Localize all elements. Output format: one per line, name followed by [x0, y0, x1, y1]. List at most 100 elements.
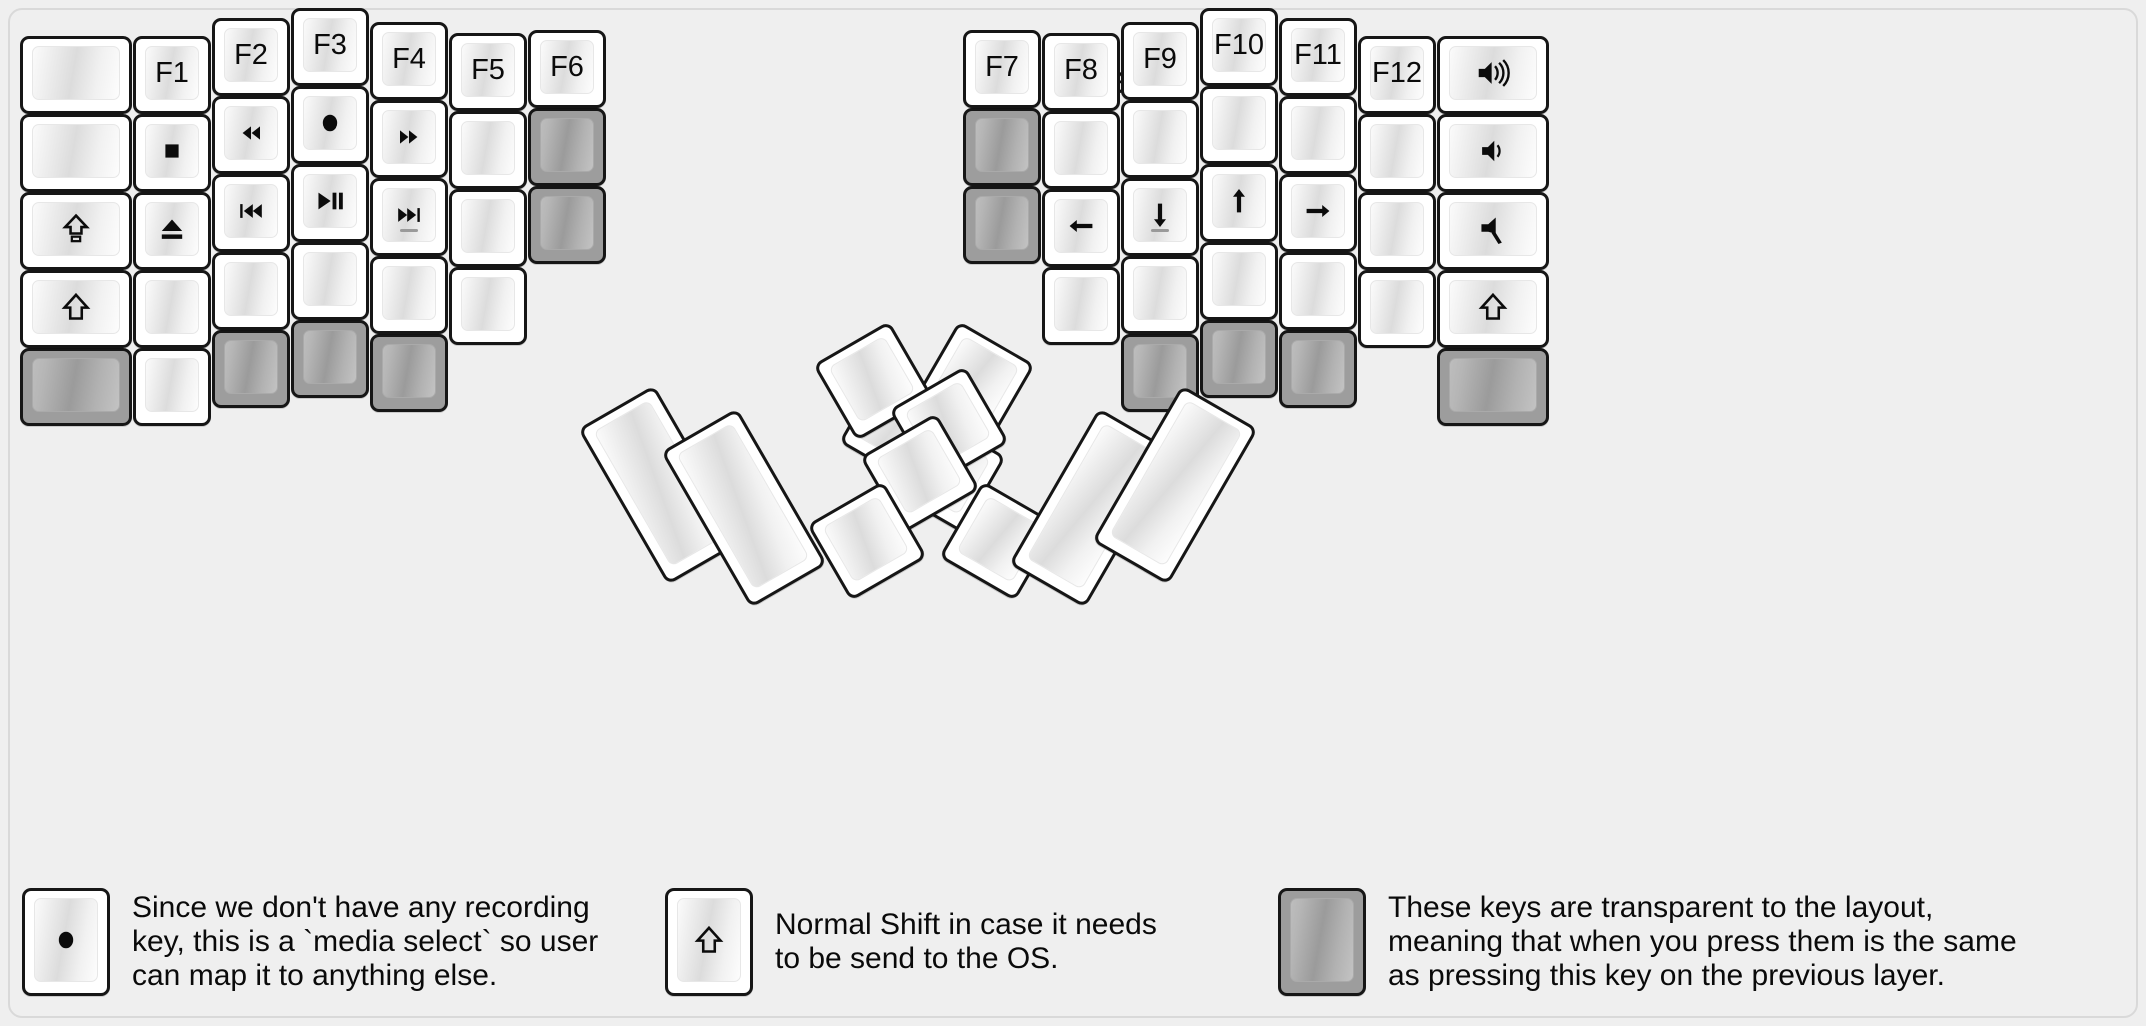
- key-left-col-inner-extra-r3[interactable]: [528, 186, 606, 264]
- keycap-surface: [540, 118, 594, 172]
- key-right-col-index-inner-r1[interactable]: F7: [963, 30, 1041, 108]
- key-right-col-pinky-r4[interactable]: [1279, 252, 1357, 330]
- key-right-col-pinky-r2[interactable]: [1279, 96, 1357, 174]
- key-right-col-pinky-outer-r4[interactable]: [1358, 270, 1436, 348]
- keycap-surface: [382, 266, 436, 320]
- keycap-surface: [1133, 188, 1187, 242]
- keycap-surface: [1449, 124, 1537, 178]
- keycap-surface: [1054, 199, 1108, 253]
- key-left-col-index-r4[interactable]: [370, 256, 448, 334]
- keycap-surface: [145, 124, 199, 178]
- key-right-col-index-r3[interactable]: [1042, 189, 1120, 267]
- key-left-col-middle-r3[interactable]: [291, 164, 369, 242]
- key-left-col-index-r3[interactable]: [370, 178, 448, 256]
- key-right-col-pinky-r5[interactable]: [1279, 330, 1357, 408]
- key-right-col-index-inner-r2[interactable]: [963, 108, 1041, 186]
- key-right-col-pinky-r1[interactable]: F11: [1279, 18, 1357, 96]
- arrow-left-icon: [1063, 211, 1099, 241]
- key-right-col-middle-r1[interactable]: F9: [1121, 22, 1199, 100]
- key-right-col-ring-r2[interactable]: [1200, 86, 1278, 164]
- keycap-surface: [145, 280, 199, 334]
- key-right-col-pinky-outer-r2[interactable]: [1358, 114, 1436, 192]
- keycap-surface: [224, 262, 278, 316]
- key-right-col-pinky-outer-r3[interactable]: [1358, 192, 1436, 270]
- media-record-icon: [312, 105, 348, 141]
- key-left-col-index-inner-r2[interactable]: [449, 111, 527, 189]
- key-left-col-index-r5[interactable]: [370, 334, 448, 412]
- key-left-col-middle-r1[interactable]: F3: [291, 8, 369, 86]
- key-right-col-ring-r3[interactable]: [1200, 164, 1278, 242]
- key-right-col-ring-r5[interactable]: [1200, 320, 1278, 398]
- legend-note-1: Since we don't have any recording key, t…: [22, 888, 692, 996]
- key-left-col-pinky-r4[interactable]: [133, 270, 211, 348]
- shift-icon: [1477, 290, 1509, 324]
- key-left-col-middle-r2[interactable]: [291, 86, 369, 164]
- shift-icon: [60, 290, 92, 324]
- key-right-col-middle-r2[interactable]: [1121, 100, 1199, 178]
- key-right-col-index-inner-r3[interactable]: [963, 186, 1041, 264]
- key-left-col-middle-r5[interactable]: [291, 320, 369, 398]
- key-left-col-index-inner-r1[interactable]: F5: [449, 33, 527, 111]
- key-right-col-far-outer-r3[interactable]: [1437, 192, 1549, 270]
- keycap-surface: [382, 344, 436, 398]
- key-right-col-index-r2[interactable]: [1042, 111, 1120, 189]
- key-left-col-inner-extra-r2[interactable]: [528, 108, 606, 186]
- key-left-col-inner-extra-r1[interactable]: F6: [528, 30, 606, 108]
- keycap-surface: F9: [1133, 32, 1187, 86]
- media-fast-forward-icon: [390, 122, 428, 152]
- key-right-col-far-outer-r2[interactable]: [1437, 114, 1549, 192]
- keycap-surface: [32, 358, 120, 412]
- key-left-col-pinky-outer-r4[interactable]: [20, 270, 132, 348]
- key-right-col-ring-r4[interactable]: [1200, 242, 1278, 320]
- media-stop-icon: [157, 136, 187, 166]
- key-left-col-index-inner-r3[interactable]: [449, 189, 527, 267]
- keycap-surface: [1212, 330, 1266, 384]
- media-play-pause-icon: [309, 185, 351, 217]
- key-left-col-pinky-outer-r3[interactable]: [20, 192, 132, 270]
- keycap-surface: [1133, 266, 1187, 320]
- key-right-col-pinky-r3[interactable]: [1279, 174, 1357, 252]
- keycap-surface: [1133, 110, 1187, 164]
- key-legend: F2: [234, 38, 268, 71]
- key-legend: F8: [1064, 53, 1098, 86]
- key-left-col-ring-low-r2[interactable]: [212, 96, 290, 174]
- keycap-surface: [303, 252, 357, 306]
- key-left-col-pinky-r5[interactable]: [133, 348, 211, 426]
- keycap-surface: F5: [461, 43, 515, 97]
- legend-note-key: [22, 888, 110, 996]
- key-left-col-ring-low-r1[interactable]: F2: [212, 18, 290, 96]
- key-right-col-pinky-outer-r1[interactable]: F12: [1358, 36, 1436, 114]
- key-left-col-index-r1[interactable]: F4: [370, 22, 448, 100]
- key-right-col-index-r1[interactable]: F8: [1042, 33, 1120, 111]
- media-next-track-icon: [389, 200, 429, 230]
- legend-note-text: Since we don't have any recording key, t…: [132, 890, 599, 993]
- key-right-col-far-outer-r5[interactable]: [1437, 348, 1549, 426]
- keycap-surface: F12: [1370, 46, 1424, 100]
- key-right-col-far-outer-r4[interactable]: [1437, 270, 1549, 348]
- key-left-col-ring-low-r5[interactable]: [212, 330, 290, 408]
- key-left-col-pinky-outer-r1[interactable]: [20, 36, 132, 114]
- keycap-surface: [1291, 184, 1345, 238]
- key-left-col-index-r2[interactable]: [370, 100, 448, 178]
- key-right-col-ring-r1[interactable]: F10: [1200, 8, 1278, 86]
- key-left-col-middle-r4[interactable]: [291, 242, 369, 320]
- keycap-surface: [822, 495, 910, 583]
- key-left-col-pinky-r3[interactable]: [133, 192, 211, 270]
- key-right-col-middle-r4[interactable]: [1121, 256, 1199, 334]
- key-right-col-middle-r3[interactable]: [1121, 178, 1199, 256]
- key-right-col-index-r4[interactable]: [1042, 267, 1120, 345]
- key-left-col-pinky-r1[interactable]: F1: [133, 36, 211, 114]
- key-left-col-ring-low-r3[interactable]: [212, 174, 290, 252]
- key-right-col-far-outer-r1[interactable]: [1437, 36, 1549, 114]
- keycap-surface: F10: [1212, 18, 1266, 72]
- key-left-col-pinky-r2[interactable]: [133, 114, 211, 192]
- keycap-surface: [303, 330, 357, 384]
- key-left-col-index-inner-r4[interactable]: [449, 267, 527, 345]
- key-left-col-ring-low-r4[interactable]: [212, 252, 290, 330]
- key-left-col-pinky-outer-r5[interactable]: [20, 348, 132, 426]
- keycap-surface: [975, 196, 1029, 250]
- keycap-surface: [1449, 202, 1537, 256]
- key-left-col-pinky-outer-r2[interactable]: [20, 114, 132, 192]
- keycap-surface: [1370, 280, 1424, 334]
